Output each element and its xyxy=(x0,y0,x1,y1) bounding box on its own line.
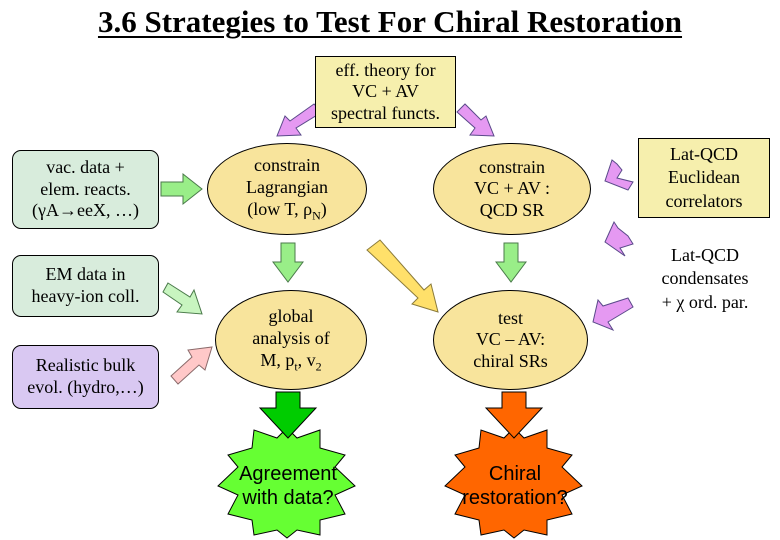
em-data-box: EM data in heavy-ion coll. xyxy=(12,255,159,317)
vac-data-box: vac. data + elem. reacts. (γA→eeX, …) xyxy=(12,150,159,229)
oval-global-analysis: global analysis of M, pt, v2 xyxy=(215,290,367,390)
left-arrow-1 xyxy=(160,172,203,206)
top-right-arrow xyxy=(456,103,495,137)
orange-down-arrow xyxy=(484,391,544,439)
oval-test-chiral-srs: test VC – AV: chiral SRs xyxy=(433,290,588,390)
right-arrow-1 xyxy=(604,159,634,191)
down-arrow-lagrangian xyxy=(272,242,304,283)
lat-qcd-correlators-label: Lat-QCD Euclidean correlators xyxy=(638,138,770,219)
right-arrow-2 xyxy=(604,220,634,257)
agreement-with-data-label: Agreement with data? xyxy=(239,463,337,509)
oval-constrain-qcdsr: constrain VC + AV : QCD SR xyxy=(433,143,591,235)
down-arrow-qcdsr xyxy=(495,242,527,283)
chiral-restoration-label: Chiral restoration? xyxy=(462,463,568,509)
left-arrow-2 xyxy=(162,282,203,315)
realistic-bulk-box: Realistic bulk evol. (hydro,…) xyxy=(12,345,159,409)
diagonal-arrow xyxy=(366,239,439,313)
lat-qcd-condensates-label: Lat-QCD condensates + χ ord. par. xyxy=(661,245,749,312)
right-arrow-3 xyxy=(592,297,634,332)
green-down-arrow xyxy=(258,391,318,439)
page-title: 3.6 Strategies to Test For Chiral Restor… xyxy=(97,4,683,39)
left-arrow-3 xyxy=(170,346,213,385)
green-star-shape xyxy=(217,427,356,539)
eff-theory-box: eff. theory for VC + AV spectral functs. xyxy=(315,56,456,128)
orange-star-shape xyxy=(444,427,583,539)
oval-constrain-lagrangian: constrain Lagrangian (low T, ρN) xyxy=(207,143,367,235)
